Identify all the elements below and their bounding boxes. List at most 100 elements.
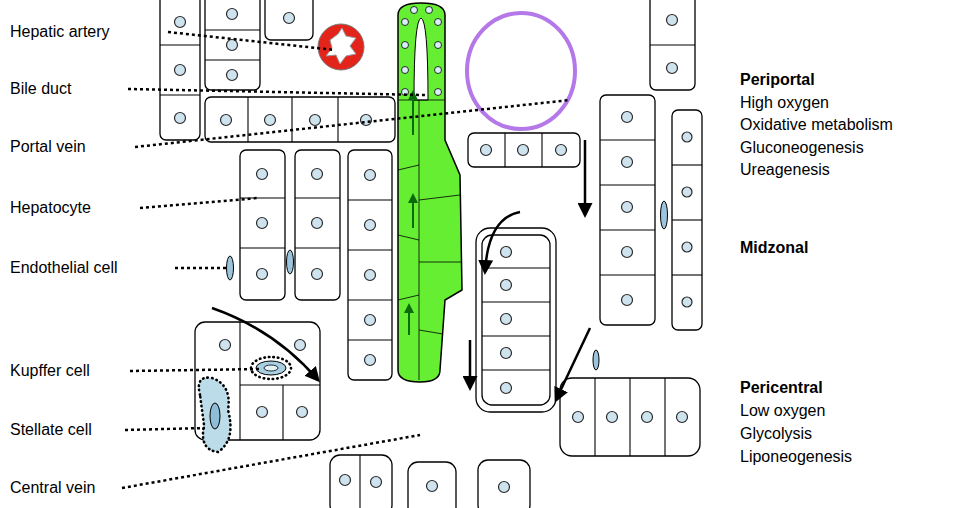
bile-duct [402,19,409,26]
hepatocyte-plate [427,481,438,492]
hepatocyte-plate [682,242,692,252]
bile-duct [414,18,428,100]
hepatic-artery [326,28,356,64]
hepatocyte-plate [295,340,306,351]
endothelial-cell [593,350,599,370]
zone-property: Low oxygen [740,401,825,421]
leader-line [128,89,425,95]
bile-duct [402,42,409,49]
hepatocyte-plate [348,150,392,380]
hepatocyte-plate [295,247,340,248]
hepatocyte-plate [205,29,260,30]
hepatocyte-plate [310,115,321,126]
hepatocyte-plate [365,270,376,281]
hepatocyte-plate [622,295,633,306]
leader-line [125,428,205,430]
hepatocyte-plate [468,133,580,167]
bile-duct [398,100,445,101]
portal-vein [467,13,575,129]
hepatocyte-plate [257,218,268,229]
bile-duct [398,3,462,382]
hepatocyte-plate [600,229,655,230]
hepatocyte-plate [622,157,633,168]
hepatocyte-plate [600,274,655,275]
endothelial-cell [227,256,234,280]
hepatocyte-plate [160,0,702,508]
hepatocyte-plate [257,169,268,180]
hepatocyte-plate [348,249,392,250]
hepatocyte-plate [622,202,633,213]
hepatocyte-plate [672,164,702,165]
hepatocyte-plate [205,0,260,90]
hepatocyte-plate [482,267,550,268]
stellate-cell [199,378,231,452]
hepatocyte-plate [677,412,688,423]
blood-flow-arrow [584,140,587,215]
part-label: Portal vein [10,137,86,157]
hepatocyte-plate [160,94,200,95]
endothelial-cell [287,250,294,274]
hepatocyte-plate [330,455,392,508]
hepatocyte-plate [371,477,382,488]
hepatocyte-plate [361,115,372,126]
hepatocyte-plate [682,297,692,307]
hepatocyte-plate [175,65,186,76]
hepatocyte-plate [629,378,630,456]
hepatocyte-plate [594,378,595,456]
hepatocyte-plate [291,97,292,142]
zone-property: Gluconeogenesis [740,138,864,158]
hepatocyte-plate [247,97,248,142]
bile-duct [419,195,460,200]
hepatocyte-plate [282,385,283,440]
bile-duct [419,262,461,263]
hepatocyte-plate [337,97,338,142]
hepatocyte-plate [227,40,238,51]
hepatocyte-plate [622,247,633,258]
hepatocyte-plate [295,150,340,300]
hepatocyte-plate [672,219,702,220]
zone-heading: Periportal [740,70,815,90]
hepatocyte-plate [667,15,678,26]
hepatocyte-plate [499,482,510,493]
hepatocyte-plate [312,218,323,229]
bile-duct [426,7,433,14]
hepatocyte-plate [205,59,260,60]
leader-line [168,32,335,50]
blood-flow-arrow [212,140,590,400]
hepatocyte-plate [160,0,200,140]
hepatocyte-plate [175,17,186,28]
hepatocyte-plate [600,139,655,140]
hepatocyte-plate [650,0,695,90]
part-label: Bile duct [10,79,71,99]
hepatocyte-plate [227,9,238,20]
part-label: Hepatocyte [10,198,91,218]
endothelial-cell [661,201,668,229]
bile-duct [402,67,409,74]
hepatocyte-plate [573,412,584,423]
hepatic-artery [318,24,364,70]
hepatocyte-plate [501,348,512,359]
hepatocyte-plate [175,113,186,124]
hepatocyte-plate [365,220,376,231]
blood-flow-arrow [485,212,520,272]
hepatocyte-plate [650,44,695,45]
stellate-cell [199,378,231,452]
hepatocyte-plate [221,115,232,126]
zone-property: High oxygen [740,93,829,113]
zone-property: Oxidative metabolism [740,115,893,135]
hepatocyte-plate [501,247,512,258]
part-label: Endothelial cell [10,258,118,278]
hepatocyte-plate [667,63,678,74]
bile-duct [435,89,442,96]
hepatocyte-plate [257,269,268,280]
hepatocyte-plate [312,169,323,180]
hepatocyte-plate [672,274,702,275]
kupffer-cell [256,361,286,375]
hepatocyte-plate [160,44,200,45]
hepatocyte-plate [600,184,655,185]
leader-line [130,369,262,371]
hepatocyte-plate [622,112,633,123]
hepatocyte-plate [482,335,550,336]
bile-flow-arrow [412,195,414,228]
